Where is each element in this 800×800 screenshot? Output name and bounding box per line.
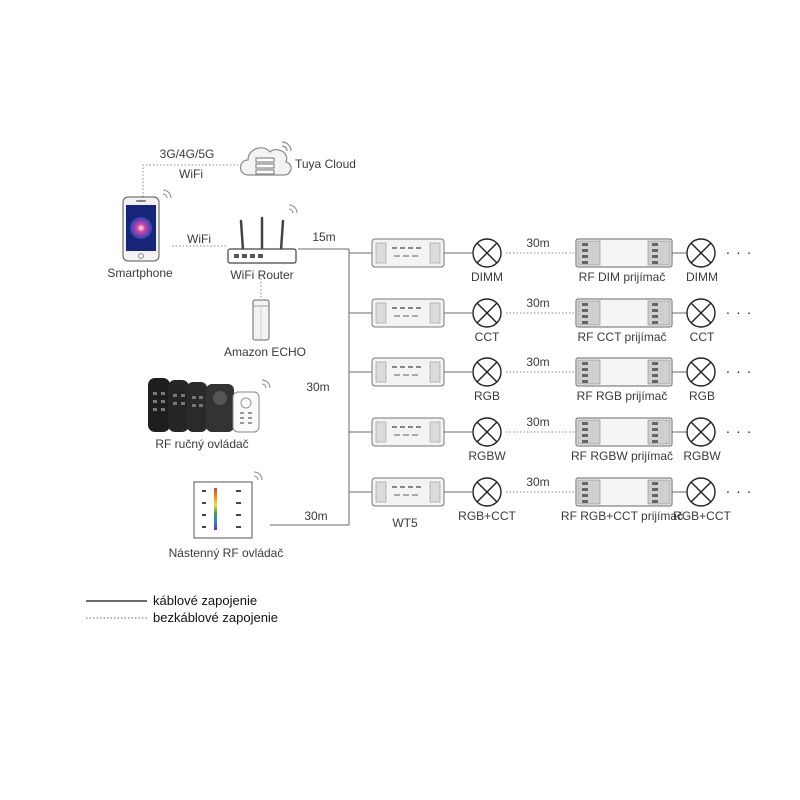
router-label: WiFi Router [230,268,293,282]
cloud-icon [239,141,292,176]
load-label: RGB+CCT [458,509,516,523]
rf-receiver-module [575,238,673,268]
distance-label: 30m [526,236,549,250]
row-2: CCT 30m RF CCT prijímač CCT · · · [371,296,753,344]
receiver-load-label: RGB [689,389,715,403]
lamp-icon [472,238,502,268]
controller-module [371,357,445,387]
wired-links [270,248,372,526]
row-3: RGB 30m RF RGB prijímač RGB · · · [371,355,753,403]
lamp-icon [686,477,716,507]
lamp-icon [686,298,716,328]
load-label: CCT [475,330,500,344]
remote-controls-icon [148,378,271,433]
link-label-cloud: 3G/4G/5G [160,147,215,161]
controller-module [371,417,445,447]
rf-receiver-module [575,477,673,507]
controller-module [371,298,445,328]
link-label-cloud-wifi: WiFi [179,167,203,181]
load-label: DIMM [471,270,503,284]
rf-receiver-module [575,298,673,328]
distance-label: 30m [526,355,549,369]
receiver-load-label: DIMM [686,270,718,284]
phone-cloud-link [142,164,238,197]
controller-rows: DIMM 30m RF DIM prijímač DIMM · · · CCT 30m RF … [371,236,753,530]
controller-module [371,477,445,507]
controller-module [371,238,445,268]
row-4: RGBW 30m RF RGBW prijímač RGBW · · · [371,415,753,463]
lamp-icon [472,477,502,507]
legend: káblové zapojenie bezkáblové zapojenie [86,593,278,625]
echo-icon [252,299,270,341]
wall-panel-label: Nástenný RF ovládač [169,546,284,560]
receiver-label: RF DIM prijímač [579,270,666,284]
link-label-phone-router: WiFi [187,232,211,246]
more-indicator: · · · [726,363,753,379]
router-icon [227,204,298,264]
rf-receiver-module [575,357,673,387]
row-1: DIMM 30m RF DIM prijímač DIMM · · · [371,236,753,284]
more-indicator: · · · [726,244,753,260]
receiver-label: RF RGB+CCT prijímač [561,509,683,523]
wall-panel-icon [193,471,263,539]
wireless-links [142,164,262,298]
lamp-icon [686,417,716,447]
more-indicator: · · · [726,423,753,439]
lamp-icon [686,357,716,387]
smartphone-label: Smartphone [107,266,173,280]
link-label-remote-bus: 30m [306,380,329,394]
receiver-label: RF RGB prijímač [577,389,668,403]
lamp-icon [686,238,716,268]
legend-wireless-label: bezkáblové zapojenie [153,610,278,625]
receiver-load-label: CCT [690,330,715,344]
lamp-icon [472,298,502,328]
link-label-router-bus: 15m [312,230,335,244]
controller-label: WT5 [392,516,418,530]
lamp-icon [472,357,502,387]
link-label-wall-bus: 30m [304,509,327,523]
receiver-load-label: RGB+CCT [673,509,731,523]
cloud-label: Tuya Cloud [295,157,356,171]
distance-label: 30m [526,475,549,489]
load-label: RGBW [468,449,506,463]
echo-label: Amazon ECHO [224,345,306,359]
lamp-icon [472,417,502,447]
receiver-label: RF CCT prijímač [577,330,666,344]
more-indicator: · · · [726,304,753,320]
distance-label: 30m [526,415,549,429]
receiver-load-label: RGBW [683,449,721,463]
legend-wired-label: káblové zapojenie [153,593,257,608]
more-indicator: · · · [726,483,753,499]
rf-receiver-module [575,417,673,447]
load-label: RGB [474,389,500,403]
smartphone-icon [122,189,172,262]
remotes-label: RF ručný ovládač [155,437,248,451]
distance-label: 30m [526,296,549,310]
receiver-label: RF RGBW prijímač [571,449,673,463]
